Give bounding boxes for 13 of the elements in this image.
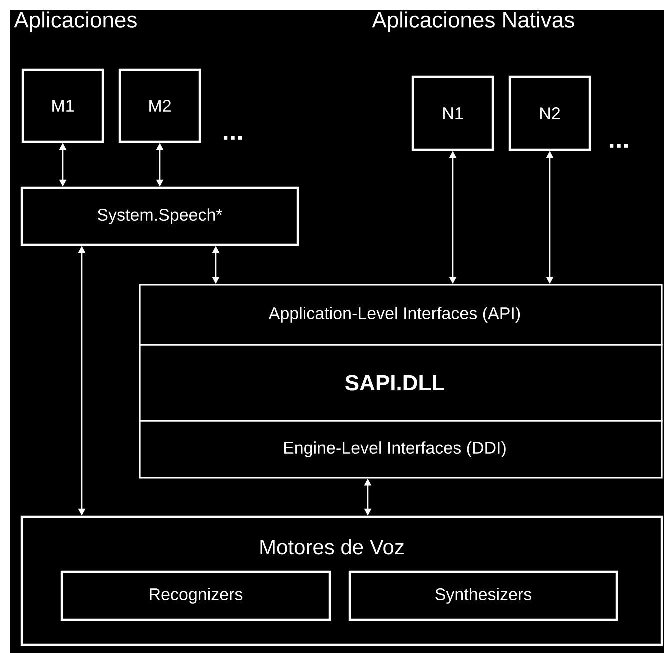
app-box: N1 [412,76,494,152]
app-box: M2 [118,68,202,144]
layer-box: Engine-Level Interfaces (DDI) [139,420,663,479]
layer-box: Application-Level Interfaces (API) [139,284,663,346]
app-box: N2 [508,76,592,152]
group-title: Aplicaciones Nativas [372,12,574,32]
library-box: System.Speech* [20,186,300,246]
engine-box: Synthesizers [348,570,618,622]
ellipsis: ... [224,136,242,140]
app-box: M1 [22,68,104,144]
group-title: Aplicaciones [14,12,137,32]
engine-box: Recognizers [60,570,332,622]
layer-box: SAPI.DLL [139,344,663,422]
